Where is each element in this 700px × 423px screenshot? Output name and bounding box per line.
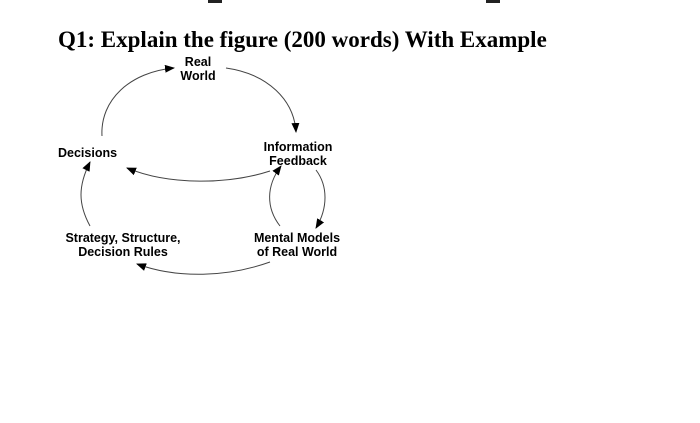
node-decisions: Decisions (58, 146, 144, 160)
edge-decisions-to-real-world (101, 64, 175, 137)
node-decisions-line1: Decisions (58, 146, 118, 160)
node-mental-models-line2: of Real World (256, 245, 338, 259)
node-strategy-line1: Strategy, Structure, (65, 231, 181, 245)
question-heading: Q1: Explain the figure (200 words) With … (58, 27, 547, 52)
node-real-world: Real World (168, 55, 228, 83)
node-information-feedback: Information Feedback (250, 140, 346, 168)
node-real-world-line1: Real (184, 55, 212, 69)
edge-real-world-to-information-feedback (225, 67, 300, 133)
node-mental-models-line1: Mental Models (253, 231, 341, 245)
edge-strategy-to-decisions (80, 161, 91, 227)
edge-information-feedback-to-decisions (126, 167, 271, 182)
node-information-feedback-line2: Feedback (269, 154, 327, 168)
node-information-feedback-line1: Information (263, 140, 333, 154)
node-strategy-line2: Decision Rules (78, 245, 168, 259)
node-mental-models-of-real-world: Mental Models of Real World (242, 231, 352, 259)
edge-mental-models-to-information-feedback (269, 165, 282, 227)
edge-mental-models-to-strategy (136, 261, 271, 275)
clipped-previous-text (0, 0, 700, 8)
edge-information-feedback-to-mental-models (315, 169, 326, 229)
node-real-world-line2: World (180, 69, 216, 83)
node-strategy-structure-decision-rules: Strategy, Structure, Decision Rules (55, 231, 191, 259)
